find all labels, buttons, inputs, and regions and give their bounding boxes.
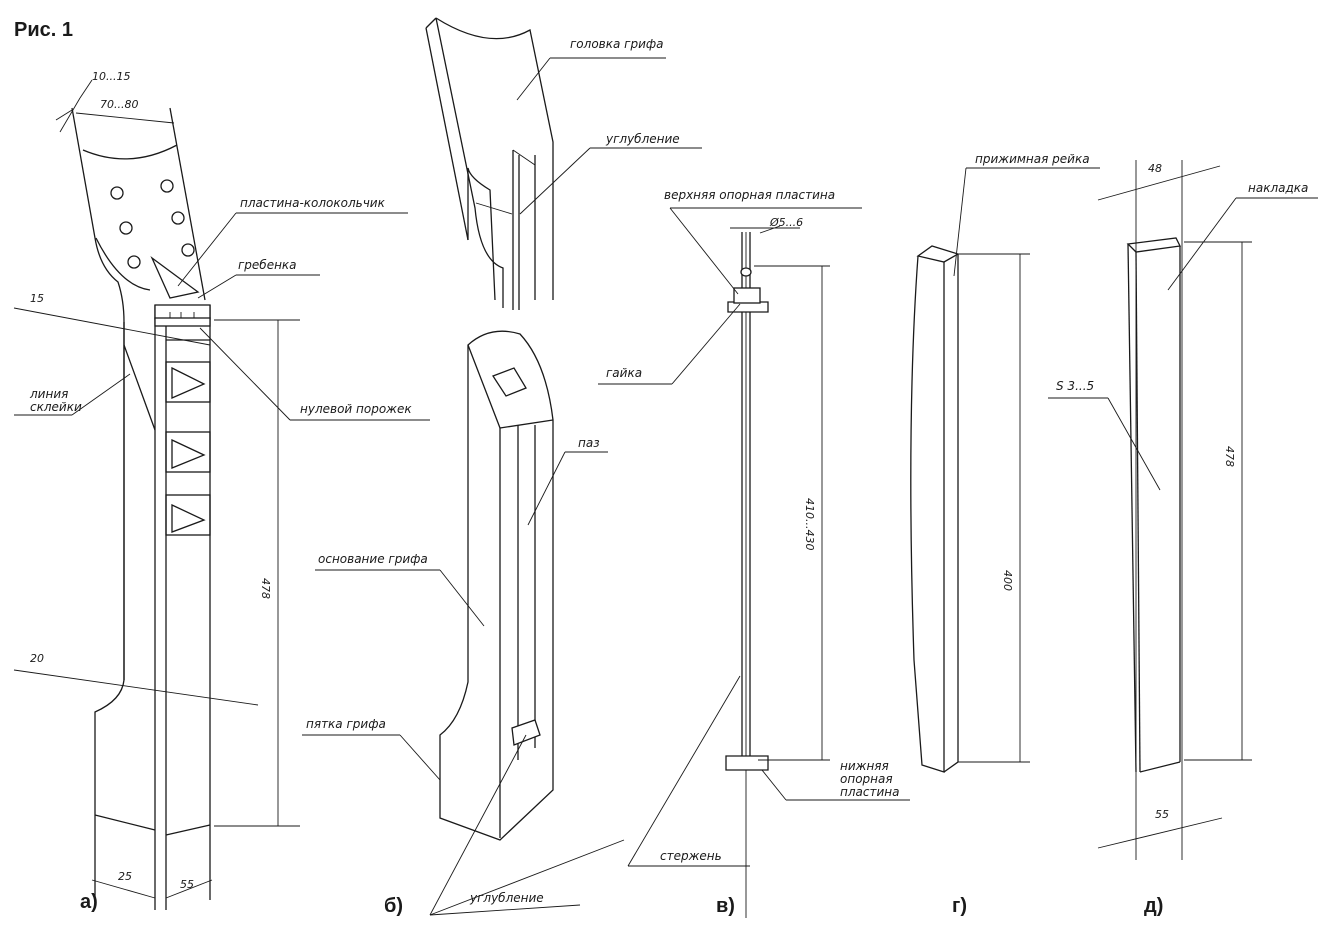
head-top-arc xyxy=(82,144,178,160)
label-thickness: S 3...5 xyxy=(1056,379,1094,393)
caption-b: б) xyxy=(384,895,403,917)
fret-marker xyxy=(171,503,206,533)
dim-55-overlay: 55 xyxy=(1155,808,1169,821)
caption-g: г) xyxy=(952,895,967,917)
tuner-hole xyxy=(181,243,195,257)
part-b-neck-base: головка грифа углубление паз основание г… xyxy=(302,17,702,917)
dim-20: 20 xyxy=(30,652,44,665)
dim-head-width: 70...80 xyxy=(100,98,138,111)
dim-15: 15 xyxy=(30,292,44,305)
label-rod: стержень xyxy=(660,849,722,863)
bell-plate xyxy=(150,255,200,299)
dim-48: 48 xyxy=(1148,162,1162,175)
neck-left-outline xyxy=(71,107,125,900)
part-g-clamp-rail: 400 прижимная рейка г) xyxy=(910,152,1100,917)
dim-rod-length: 410...430 xyxy=(803,498,816,550)
dim-head-thickness: 10...15 xyxy=(92,70,130,83)
lower-plate xyxy=(725,755,769,771)
part-v-truss-rod: Ø5...6 410...430 верхняя опорная пластин… xyxy=(598,188,910,918)
caption-v: в) xyxy=(716,895,735,917)
dim-diameter: Ø5...6 xyxy=(769,216,803,229)
nut xyxy=(733,287,761,304)
label-headstock: головка грифа xyxy=(570,37,663,51)
label-overlay: накладка xyxy=(1248,181,1308,195)
figure-title: Рис. 1 xyxy=(14,19,73,41)
dim-55: 55 xyxy=(180,878,194,891)
label-recess-bottom: углубление xyxy=(469,891,544,905)
caption-d: д) xyxy=(1144,895,1163,917)
zero-fret xyxy=(154,317,211,327)
part-d-overlay: 48 478 55 накладка S 3...5 д) xyxy=(1048,160,1318,917)
label-upper-plate: верхняя опорная пластина xyxy=(664,188,835,202)
label-heel: пятка грифа xyxy=(306,717,386,731)
tuner-hole xyxy=(110,186,124,200)
label-slot: паз xyxy=(578,436,600,450)
tuner-hole xyxy=(127,255,141,269)
head-right-edge xyxy=(169,107,206,301)
label-clamp-rail: прижимная рейка xyxy=(975,152,1090,166)
caption-a: а) xyxy=(80,891,98,913)
label-comb: гребенка xyxy=(238,258,297,272)
label-zero-fret: нулевой порожек xyxy=(300,402,412,416)
fret-marker xyxy=(171,438,206,469)
dim-25: 25 xyxy=(118,870,132,883)
label-recess-top: углубление xyxy=(605,132,680,146)
comb-block xyxy=(154,304,211,320)
tuner-hole xyxy=(119,221,133,235)
head-left-inner xyxy=(95,237,151,291)
dim-400: 400 xyxy=(1001,570,1014,591)
fret-marker xyxy=(171,366,206,399)
part-a-neck: 10...15 70...80 15 20 478 25 55 пластина… xyxy=(13,70,430,913)
dim-478-overlay: 478 xyxy=(1223,446,1236,467)
label-nut: гайка xyxy=(606,366,642,380)
dim-478: 478 xyxy=(259,578,272,599)
tuner-hole xyxy=(171,211,185,225)
label-neck-base: основание грифа xyxy=(318,552,428,566)
tuner-hole xyxy=(160,179,174,193)
label-bell-plate: пластина-колокольчик xyxy=(240,196,386,210)
